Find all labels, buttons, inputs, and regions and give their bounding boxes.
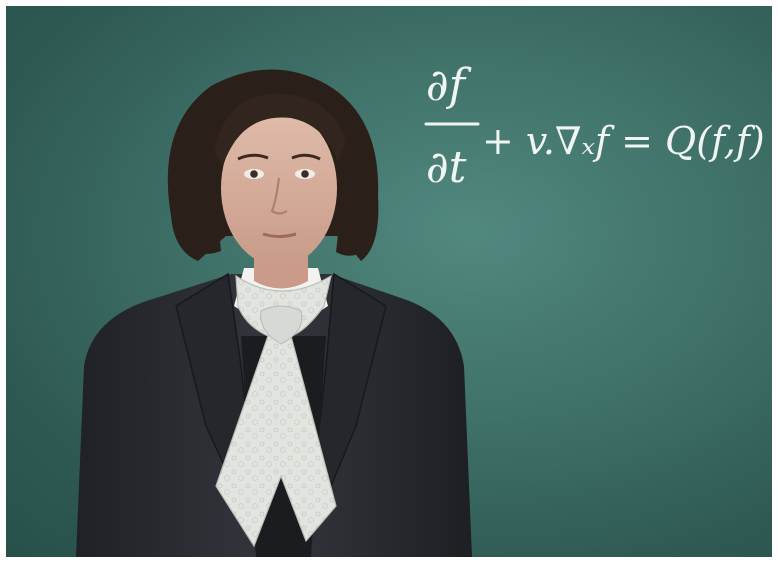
chalk-equation: ∂f ∂t + v.∇ₓf = Q(f,f) xyxy=(424,60,765,192)
cravat-knot xyxy=(260,305,303,345)
hair-side-right xyxy=(336,146,374,256)
equation-rhs: + v.∇ₓf = Q(f,f) xyxy=(482,119,765,163)
left-eyebrow xyxy=(237,153,269,161)
hair-side-left xyxy=(181,146,222,254)
right-eyebrow xyxy=(291,153,321,161)
equation-numerator: ∂f xyxy=(426,60,472,111)
cravat xyxy=(215,274,337,548)
right-pupil xyxy=(301,170,309,178)
hair-fringe xyxy=(214,93,346,191)
photo: ∂f ∂t + v.∇ₓf = Q(f,f) xyxy=(6,6,772,557)
face xyxy=(221,110,337,266)
equation-denominator: ∂t xyxy=(426,142,467,192)
left-pupil xyxy=(250,170,258,178)
nose xyxy=(270,177,288,215)
person-portrait xyxy=(6,6,772,557)
mouth xyxy=(262,232,297,238)
